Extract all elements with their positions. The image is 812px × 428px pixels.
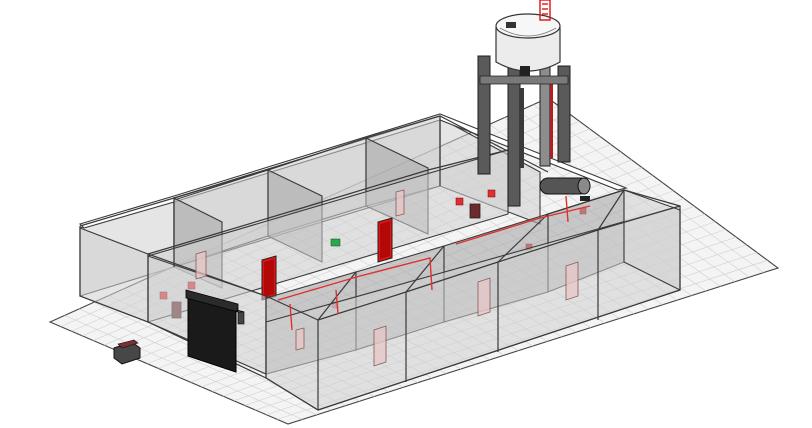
fire-door-1 (261, 255, 277, 301)
fire-sign-icon (455, 197, 464, 206)
horizontal-tank (539, 177, 591, 201)
water-tank-icon (477, 0, 571, 207)
fire-door-2 (377, 217, 393, 263)
exit-sign-icon (330, 238, 341, 247)
roll-up-door (185, 289, 245, 373)
interior-doors (195, 189, 579, 367)
fire-sign-icon (487, 189, 496, 198)
water-tower (477, 0, 571, 207)
ground-equipment (113, 339, 141, 365)
fire-pipes (277, 195, 591, 331)
